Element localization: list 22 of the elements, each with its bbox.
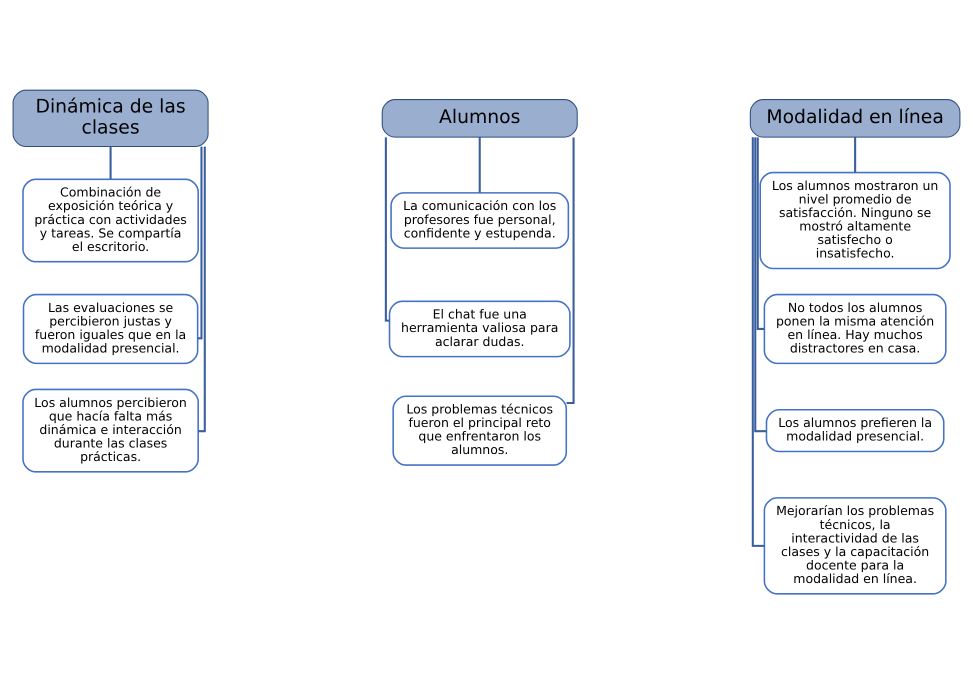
- connector: [752, 136, 764, 546]
- node-box: Mejorarían los problemas técnicos, la interactividad de las clases y la capacitación docente para la modalidad en línea.: [764, 496, 947, 594]
- connector: [198, 146, 203, 339]
- connector: [854, 137, 856, 172]
- connector: [566, 136, 575, 404]
- connector: [110, 146, 112, 179]
- node-box: El chat fue una herramienta valiosa para aclarar dudas.: [388, 300, 571, 357]
- node-box: Los problemas técnicos fueron el principal reto que enfrentaron los alumnos.: [392, 394, 568, 466]
- node-box: Los alumnos prefieren la modalidad presencial.: [766, 408, 945, 452]
- node-box: La comunicación con los profesores fue personal, confidente y estupenda.: [390, 192, 570, 248]
- connector: [478, 137, 481, 192]
- node-box: Combinación de exposición teórica y práctica con actividades y tareas. Se compartía el escritorio.: [22, 178, 199, 262]
- connector: [756, 136, 764, 330]
- node-box: Dinámica de las clases: [12, 89, 209, 146]
- node-box: Alumnos: [382, 98, 578, 138]
- node-box: Las evaluaciones se percibieron justas y fueron iguales que en la modalidad presencial.: [22, 293, 198, 364]
- node-box: Los alumnos mostraron un nivel promedio de satisfacción. Ninguno se mostró altamente satisfecho o insatisfecho.: [759, 171, 951, 269]
- node-box: No todos los alumnos ponen la misma atención en línea. Hay muchos distractores en casa.: [764, 293, 947, 364]
- connector: [754, 136, 766, 432]
- node-box: Los alumnos percibieron que hacía falta más dinámica e interacción durante las clases prácticas.: [22, 388, 199, 472]
- node-box: Modalidad en línea: [750, 98, 960, 138]
- connector: [198, 146, 206, 432]
